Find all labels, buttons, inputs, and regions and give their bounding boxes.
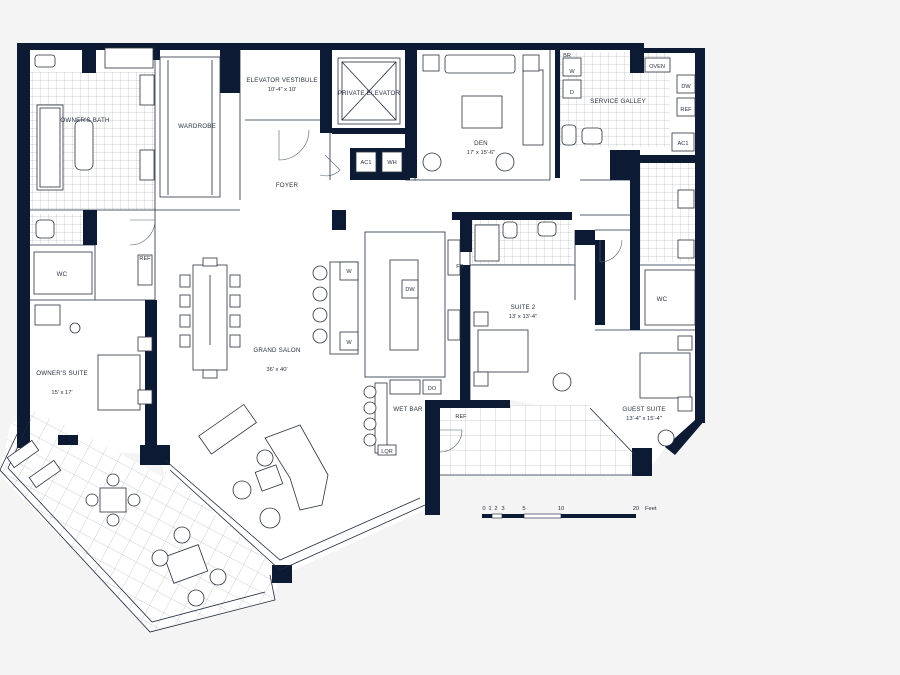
scale-tick-1: 1 (488, 506, 491, 512)
label-ref-owners: REF (139, 256, 151, 262)
label-ac1-elevator: AC1 (361, 160, 372, 166)
label-wet-bar: WET BAR (393, 406, 423, 413)
label-br: BR (563, 53, 571, 59)
wet-bar (363, 379, 442, 456)
fixture-labels: BR OVEN DW REF W D AC1 AC1 WH REF W W DW… (139, 53, 692, 455)
owners-bath-fixtures (33, 47, 155, 295)
walls (17, 43, 705, 583)
label-owners-suite-size: 15' x 17' (51, 390, 72, 396)
label-den: DEN (474, 140, 488, 147)
label-wc-right: WC (657, 296, 668, 303)
label-do: DO (428, 386, 437, 392)
label-ac1-galley: AC1 (678, 141, 689, 147)
owners-suite-furniture (34, 254, 153, 411)
wardrobe-fixtures (159, 56, 221, 198)
terrace-furniture (6, 439, 227, 607)
label-oven: OVEN (649, 64, 665, 70)
room-labels: OWNER'S BATH WARDROBE ELEVATOR VESTIBULE… (36, 77, 667, 422)
guest-bath-fixtures (644, 189, 696, 326)
kitchen-island (312, 239, 461, 355)
label-dw-galley: DW (681, 84, 691, 90)
suite2-furniture (473, 311, 572, 392)
living-furniture (198, 403, 329, 529)
scale-bar: 0 1 2 3 5 10 20 Feet (482, 506, 657, 519)
guest-suite-furniture (639, 335, 693, 447)
label-den-size: 17' x 15'-6" (467, 150, 495, 156)
label-grand-salon-size: 36' x 40' (266, 367, 287, 373)
label-guest-suite: GUEST SUITE (622, 406, 665, 413)
scale-tick-2: 2 (494, 506, 497, 512)
scale-tick-0: 0 (482, 506, 485, 512)
suite2-bath-fixtures (474, 221, 557, 262)
label-owners-suite: OWNER'S SUITE (36, 370, 88, 377)
scale-tick-20: 20 (633, 506, 639, 512)
dining-furniture (179, 257, 241, 379)
label-washer-galley: W (569, 69, 575, 75)
label-ref-galley: REF (680, 107, 692, 113)
label-dw-kitchen: DW (405, 287, 415, 293)
scale-tick-10: 10 (558, 506, 564, 512)
label-washer-kitchen-1: W (346, 269, 352, 275)
label-fr: FR (456, 264, 463, 270)
scale-tick-3: 3 (501, 506, 504, 512)
den-furniture (422, 54, 544, 172)
elevator-fixtures (337, 57, 403, 173)
label-suite2-size: 13' x 13'-4" (509, 314, 537, 320)
label-foyer: FOYER (276, 182, 299, 189)
label-guest-suite-size: 13'-4" x 15'-4" (626, 416, 662, 422)
scale-unit: Feet (645, 506, 657, 512)
galley-fixtures (561, 57, 696, 152)
label-owners-bath: OWNER'S BATH (60, 117, 109, 124)
door-swings (129, 129, 623, 453)
label-wardrobe: WARDROBE (178, 123, 216, 130)
exterior-outlines (0, 407, 636, 633)
label-grand-salon: GRAND SALON (253, 347, 300, 354)
label-washer-kitchen-2: W (346, 340, 352, 346)
label-service-gallery: SERVICE GALLEY (590, 98, 646, 105)
label-wh: WH (387, 160, 396, 166)
label-elevator-vestibule-size: 10'-4" x 10' (268, 87, 296, 93)
label-dryer-galley: D (570, 90, 574, 96)
label-ref-wetbar: REF (455, 414, 467, 420)
label-wc-left: WC (57, 271, 68, 278)
label-elevator-vestibule: ELEVATOR VESTIBULE (246, 77, 317, 84)
label-suite2: SUITE 2 (511, 304, 536, 311)
label-lqr: LQR (381, 449, 393, 455)
label-private-elevator: PRIVATE ELEVATOR (338, 90, 401, 97)
scale-tick-5: 5 (522, 506, 525, 512)
